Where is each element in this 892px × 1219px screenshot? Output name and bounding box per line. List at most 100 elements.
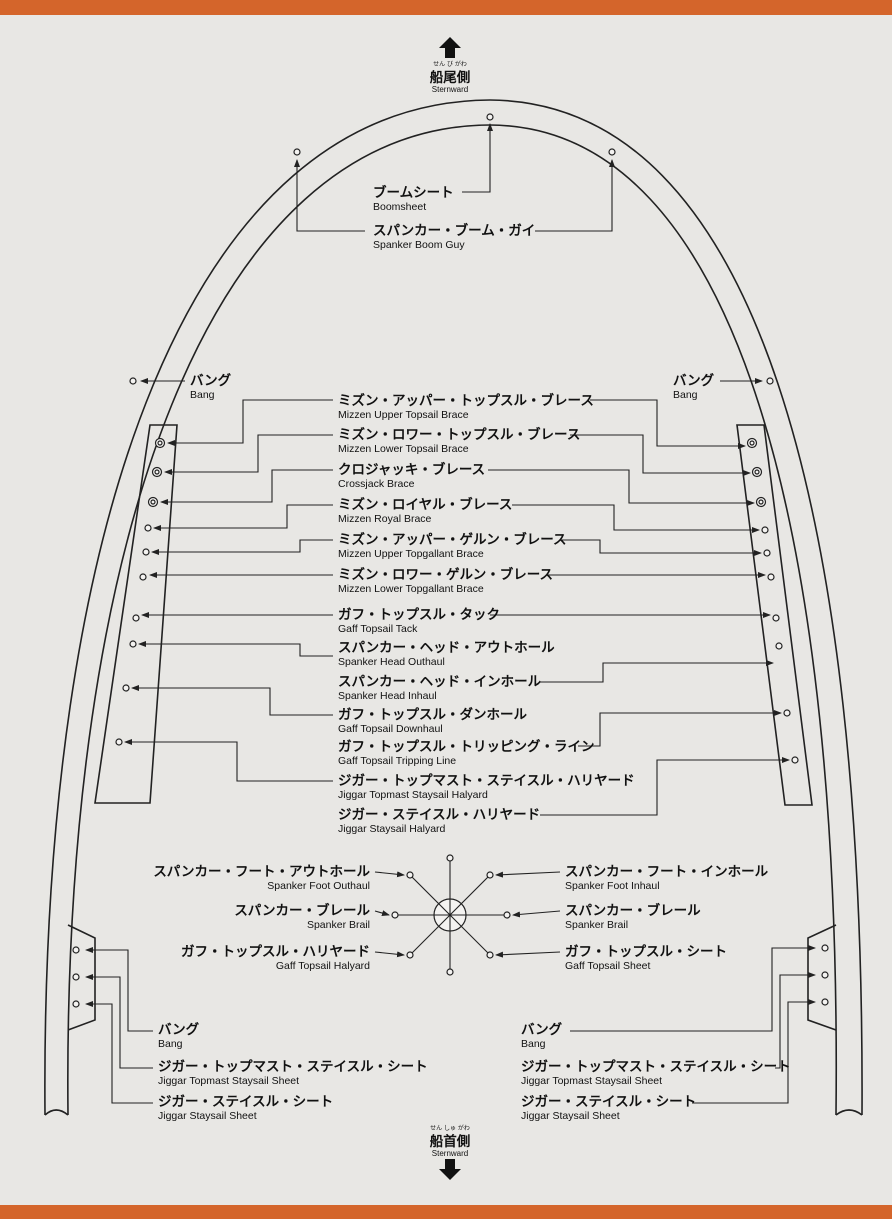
bottom-right-line-2	[692, 999, 816, 1104]
belaying-pin	[391, 911, 399, 919]
belaying-pin-inner	[157, 440, 163, 446]
center-label-2-jp: クロジャッキ・ブレース	[338, 461, 485, 478]
belaying-pin-inner	[754, 469, 760, 475]
center-line-right-2	[488, 469, 755, 506]
belaying-pin	[129, 377, 137, 385]
bottom-border	[0, 1205, 892, 1219]
bottom-left-line-0	[85, 947, 153, 1032]
center-label-4-jp: ミズン・アッパー・ゲルン・ブレース	[338, 531, 567, 548]
belaying-pin-inner	[749, 440, 755, 446]
spider-right-label-1-jp: スパンカー・ブレール	[565, 902, 701, 919]
belaying-pin	[72, 946, 80, 954]
belaying-pin	[72, 973, 80, 981]
center-label-5-jp: ミズン・ロワー・ゲルン・ブレース	[338, 566, 553, 583]
belaying-pin	[144, 524, 152, 532]
hull-end-right	[835, 1109, 863, 1116]
center-line-right-10	[578, 710, 782, 747]
bottom-left-label-2-jp: ジガー・ステイスル・シート	[158, 1094, 333, 1110]
spanker-boom-guy-label-jp: スパンカー・ブーム・ガイ	[373, 222, 535, 239]
center-label-2-en: Crossjack Brace	[338, 478, 415, 490]
top-border	[0, 0, 892, 15]
center-label-10-en: Gaff Topsail Tripping Line	[338, 755, 456, 767]
center-label-9-en: Gaff Topsail Downhaul	[338, 723, 443, 735]
belaying-pin	[446, 968, 454, 976]
spider-right-label-2-jp: ガフ・トップスル・シート	[565, 944, 727, 960]
belaying-pin	[761, 526, 769, 534]
bottom-left-label-1-jp: ジガー・トップマスト・ステイスル・シート	[158, 1059, 428, 1075]
bottom-right-label-1-en: Jiggar Topmast Staysail Sheet	[521, 1075, 662, 1087]
spider-right-label-0-en: Spanker Foot Inhaul	[565, 880, 660, 892]
belaying-pin	[821, 944, 829, 952]
center-label-1-jp: ミズン・ロワー・トップスル・ブレース	[338, 426, 580, 443]
spider-left-label-0-jp: スパンカー・フート・アウトホール	[153, 864, 370, 880]
spider-right-label-0-jp: スパンカー・フート・インホール	[565, 864, 769, 880]
spider-left-line-2	[374, 951, 405, 958]
center-label-11-en: Jiggar Topmast Staysail Halyard	[338, 789, 488, 801]
belaying-pin-inner	[154, 469, 160, 475]
stern-heading: 船尾側	[430, 69, 471, 86]
center-line-right-3	[512, 504, 760, 533]
stern-heading-en: Sternward	[432, 85, 468, 94]
left-bitt	[67, 924, 96, 1031]
bottom-right-label-2-en: Jiggar Staysail Sheet	[521, 1110, 620, 1122]
belaying-pin	[406, 951, 414, 959]
spider-right-line-2	[495, 951, 561, 958]
bang-right-label-jp: バング	[673, 372, 715, 389]
center-label-0-jp: ミズン・アッパー・トップスル・ブレース	[338, 392, 594, 409]
bang-left-label-jp: バング	[190, 372, 232, 389]
center-label-4-en: Mizzen Upper Topgallant Brace	[338, 548, 484, 560]
belaying-pin-inner	[150, 499, 156, 505]
boomsheet-line	[462, 123, 493, 193]
bottom-left-label-0-jp: バング	[158, 1021, 200, 1038]
center-label-3-en: Mizzen Royal Brace	[338, 513, 432, 525]
center-label-1-en: Mizzen Lower Topsail Brace	[338, 443, 469, 455]
center-line-right-4	[562, 539, 762, 556]
center-label-12-jp: ジガー・ステイスル・ハリヤード	[338, 807, 540, 823]
belaying-pin	[486, 871, 494, 879]
center-line-left-11	[124, 739, 333, 782]
spider-left-label-1-jp: スパンカー・ブレール	[234, 902, 370, 919]
belaying-pin	[486, 113, 494, 121]
center-line-right-0	[590, 399, 746, 449]
arrow-up-icon	[439, 37, 461, 58]
bottom-right-label-1-jp: ジガー・トップマスト・ステイスル・シート	[521, 1059, 791, 1075]
spider-spoke	[409, 914, 451, 956]
bottom-right-label-2-jp: ジガー・ステイスル・シート	[521, 1094, 696, 1110]
spider-spoke	[409, 874, 451, 916]
spider-spoke	[449, 874, 491, 916]
boomsheet-label-jp: ブームシート	[373, 184, 454, 201]
bottom-right-line-1	[775, 972, 816, 1069]
spanker-boom-guy-label-en: Spanker Boom Guy	[373, 239, 465, 251]
belaying-pin	[791, 756, 799, 764]
center-line-right-8	[540, 660, 774, 683]
center-line-right-12	[540, 757, 790, 816]
bow-heading-en: Sternward	[432, 1149, 468, 1158]
spider-left-label-1-en: Spanker Brail	[307, 919, 370, 931]
bottom-left-label-1-en: Jiggar Topmast Staysail Sheet	[158, 1075, 299, 1087]
center-label-10-jp: ガフ・トップスル・トリッピング・ライン	[338, 738, 595, 755]
center-line-left-3	[153, 504, 333, 531]
right-pin-rail	[736, 424, 813, 806]
spider-left-label-2-jp: ガフ・トップスル・ハリヤード	[181, 944, 370, 960]
belaying-pin	[72, 1000, 80, 1008]
belaying-pin	[763, 549, 771, 557]
hull-end-left	[44, 1109, 69, 1116]
belaying-pin	[775, 642, 783, 650]
right-bitt	[807, 924, 837, 1031]
belaying-pin	[132, 614, 140, 622]
spider-spoke	[449, 914, 491, 956]
spider-left-label-0-en: Spanker Foot Outhaul	[267, 880, 370, 892]
belaying-pin	[129, 640, 137, 648]
bottom-right-line-0	[570, 945, 816, 1032]
center-line-left-2	[160, 469, 333, 505]
belaying-pin	[139, 573, 147, 581]
belaying-pin	[767, 573, 775, 581]
bottom-right-label-0-en: Bang	[521, 1038, 546, 1050]
spider-right-line-0	[495, 871, 561, 878]
spider-left-label-2-en: Gaff Topsail Halyard	[276, 960, 370, 972]
center-line-left-1	[164, 434, 333, 475]
bow-ruby: せん しゅ がわ	[430, 1124, 470, 1132]
bottom-left-line-1	[85, 974, 153, 1069]
left-pin-rail	[94, 424, 178, 804]
belaying-pin	[406, 871, 414, 879]
